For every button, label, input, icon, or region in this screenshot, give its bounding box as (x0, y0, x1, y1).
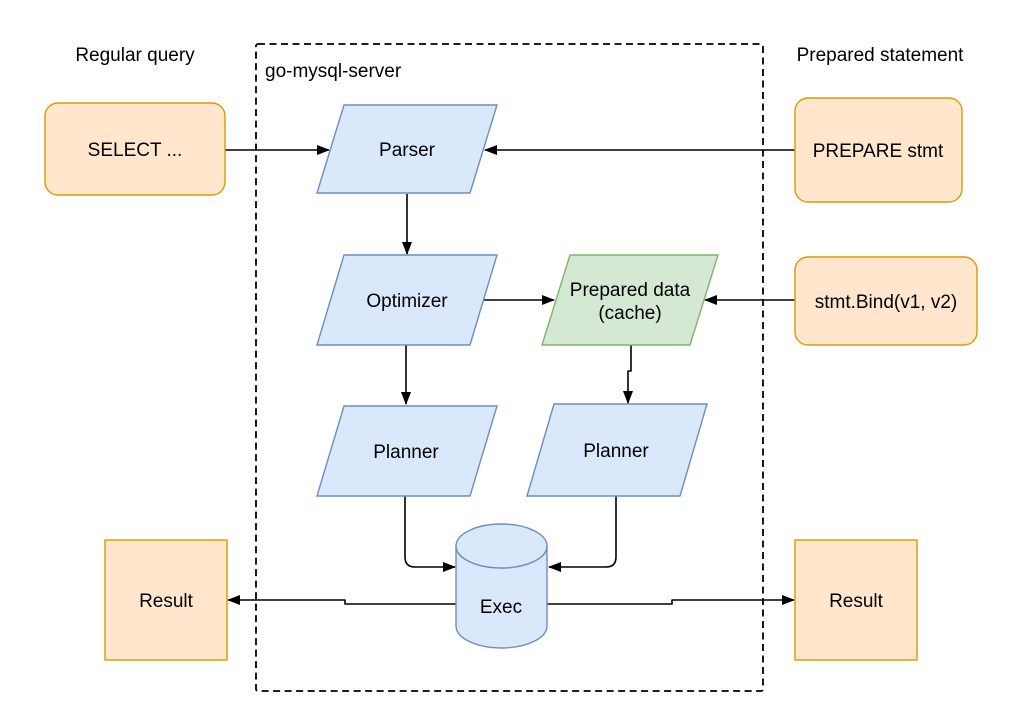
parser-node-label: Parser (379, 140, 436, 161)
parser-node: Parser (316, 104, 498, 194)
bind-node: stmt.Bind(v1, v2) (794, 256, 978, 346)
planner-left-node: Planner (316, 405, 498, 497)
edge-planner-left-to-exec (404, 496, 456, 572)
prepared-data-node-label-line1: Prepared data (570, 280, 691, 301)
edge-planner-right-to-exec (548, 496, 617, 572)
result-left-node-shape (104, 539, 228, 661)
planner-right-node: Planner (526, 403, 708, 497)
prepared-data-node-label-line2: (cache) (598, 303, 661, 324)
result-right-node-label: Result (829, 591, 884, 612)
prepare-node: PREPARE stmt (794, 97, 963, 203)
result-right-node: Result (794, 539, 918, 661)
optimizer-node-label: Optimizer (366, 291, 448, 312)
select-node: SELECT ... (44, 102, 226, 196)
result-left-node: Result (104, 539, 228, 661)
edge-exec-to-result-left (227, 595, 456, 605)
prepared-statement-caption: Prepared statement (797, 45, 965, 66)
bind-node-label: stmt.Bind(v1, v2) (815, 292, 958, 313)
exec-node-top (455, 523, 548, 569)
parser-node-shape (316, 104, 498, 194)
exec-node-label: Exec (480, 597, 522, 618)
prepared-data-node-shape (541, 254, 719, 346)
go-mysql-server-container (255, 43, 764, 692)
edges (225, 145, 795, 605)
result-right-node-shape (794, 539, 918, 661)
result-left-node-label: Result (139, 591, 194, 612)
regular-query-caption: Regular query (75, 45, 195, 66)
planner-right-node-shape (526, 403, 708, 497)
bind-node-shape (794, 256, 978, 346)
planner-left-node-shape (316, 405, 498, 497)
exec-node: Exec (455, 523, 548, 649)
container-title: go-mysql-server (265, 61, 402, 82)
prepared-data-node: Prepared data (cache) (541, 254, 719, 346)
edge-prepared-data-to-planner-right (623, 345, 633, 404)
prepare-node-label: PREPARE stmt (813, 141, 944, 162)
optimizer-node: Optimizer (316, 254, 498, 346)
select-node-label: SELECT ... (88, 140, 183, 161)
edge-exec-to-result-right (547, 595, 795, 605)
prepare-node-shape (794, 97, 963, 203)
planner-left-node-label: Planner (373, 442, 439, 463)
planner-right-node-label: Planner (583, 441, 649, 462)
select-node-shape (44, 102, 226, 196)
optimizer-node-shape (316, 254, 498, 346)
